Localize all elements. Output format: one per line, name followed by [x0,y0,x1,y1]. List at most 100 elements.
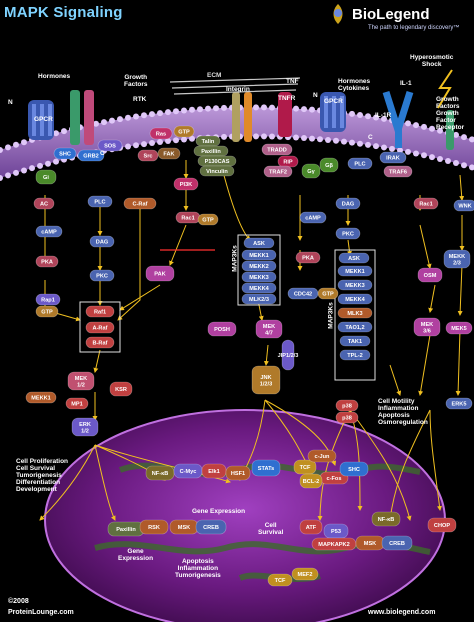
node-label: MEKK4 [249,286,269,292]
phospholipid-head [93,120,99,127]
phospholipid-head [157,110,163,117]
node-label: MEKK3 [249,275,269,281]
phospholipid-head [125,143,131,150]
phospholipid-head [381,115,387,122]
node-label: MEKK1 [345,269,365,275]
node-label: MEKK3 [345,283,365,289]
phospholipid-head [373,143,379,150]
node-jip123: JIP1/2/3 [278,339,298,371]
map3k-group-box-middle [237,234,281,306]
phospholipid-head [261,104,267,111]
phospholipid-head [341,138,347,145]
node-label: 1/2 [81,428,89,434]
node-label: c-Fos [327,476,342,482]
label-integrin: Integrin [226,86,250,93]
brand-name: BioLegend [352,6,430,23]
phospholipid-head [165,109,171,116]
phospholipid-head [357,140,363,147]
node-label: PAK [154,272,165,278]
phospholipid-head [349,110,355,117]
footer-site-right[interactable]: www.biolegend.com [368,609,436,616]
node-plc-l: PLC [87,195,113,208]
node-p38a: p38 [335,399,359,412]
node-label: NF-κB [152,471,168,477]
node-label: MEK [263,324,275,330]
raf-group-box [79,301,121,353]
node-gi1: Gi [35,169,57,185]
phospholipid-head [309,135,315,142]
node-label: PLC [354,162,365,168]
node-label: TAO1,2 [345,325,364,331]
node-talin: Talin [195,135,221,147]
node-pi3k: PI3K [173,177,199,191]
node-label: KSR [115,387,127,393]
node-erk5: ERK5 [445,397,473,410]
label-growth-factors: Growth Factors [124,74,148,88]
node-nfkb1: NF-κB [145,465,175,481]
node-label: MEKK1 [249,253,269,259]
phospholipid-head [293,134,299,141]
node-label: cAMP [305,216,321,222]
phospholipid-head [0,175,3,181]
node-rac1-l: Rac1 [175,211,201,224]
node-label: CREB [389,541,405,547]
node-label: WNK [458,204,471,210]
phospholipid-head [389,145,395,152]
node-label: TPL-2 [347,353,363,359]
node-tcf1: TCF [293,459,317,475]
receptor-il1r [382,90,414,148]
phospholipid-head [189,135,195,142]
node-label: B-Raf [93,341,108,347]
node-label: 1/2/3 [260,381,272,387]
node-mekk1-l: MEKK1 [25,391,57,404]
node-dag-l: DAG [89,235,115,248]
node-label: Talin [202,139,215,145]
label-c-terminus-right: C [368,134,373,141]
label-cell-motility: Cell Motility Inflammation Apoptosis Osm… [378,398,428,426]
phospholipid-head [325,136,331,143]
node-label: MEF2 [298,572,313,578]
phospholipid-head [469,164,474,171]
label-il1r: IL-1R [375,112,392,119]
phospholipid-head [173,137,179,144]
phospholipid-head [61,128,67,135]
node-label: ERK [79,422,91,428]
node-gtp2: GTP [35,305,59,318]
node-label: Rac1 [181,216,194,222]
ecm-fibres [169,77,301,95]
label-gpcr-right: GPCR [324,98,343,105]
phospholipid-head [165,138,171,145]
node-label: PLC [94,200,105,206]
node-mek5: MEK5 [445,321,473,335]
node-chop: CHOP [427,517,457,533]
biolegend-logo-icon [333,4,343,24]
node-label: C-Raf [133,202,148,208]
node-label: ERK5 [452,402,467,408]
node-p38b: p38 [335,411,359,424]
node-plc-r: PLC [347,157,373,170]
phospholipid-head [0,147,3,153]
label-gene-expression-left: Gene Expression [118,548,154,562]
node-raf1: Raf1 [85,305,115,318]
node-msk1: MSK [169,519,199,535]
label-c-terminus-left: C [100,150,105,157]
node-araf: A-Raf [85,321,115,334]
node-dag-r: DAG [335,197,361,210]
phospholipid-head [125,114,131,121]
node-mekk4: MEKK4 [241,282,277,294]
phospholipid-head [133,142,139,149]
footer-site-left[interactable]: ProteinLounge.com [8,609,74,616]
node-paxillin2: Paxillin [107,521,145,537]
node-mekk2: MEKK2 [241,260,277,272]
node-label: MEK5 [451,326,467,332]
phospholipid-head [309,106,315,113]
node-label: Vinculin [206,169,228,175]
node-label: Src [143,154,152,160]
phospholipid-head [453,131,459,138]
label-tnf: TNF [286,78,299,85]
node-osm: OSM [417,267,443,283]
node-ask-l: ASK [243,237,275,249]
node-label: Rap1 [41,298,55,304]
phospholipid-head [429,125,435,132]
